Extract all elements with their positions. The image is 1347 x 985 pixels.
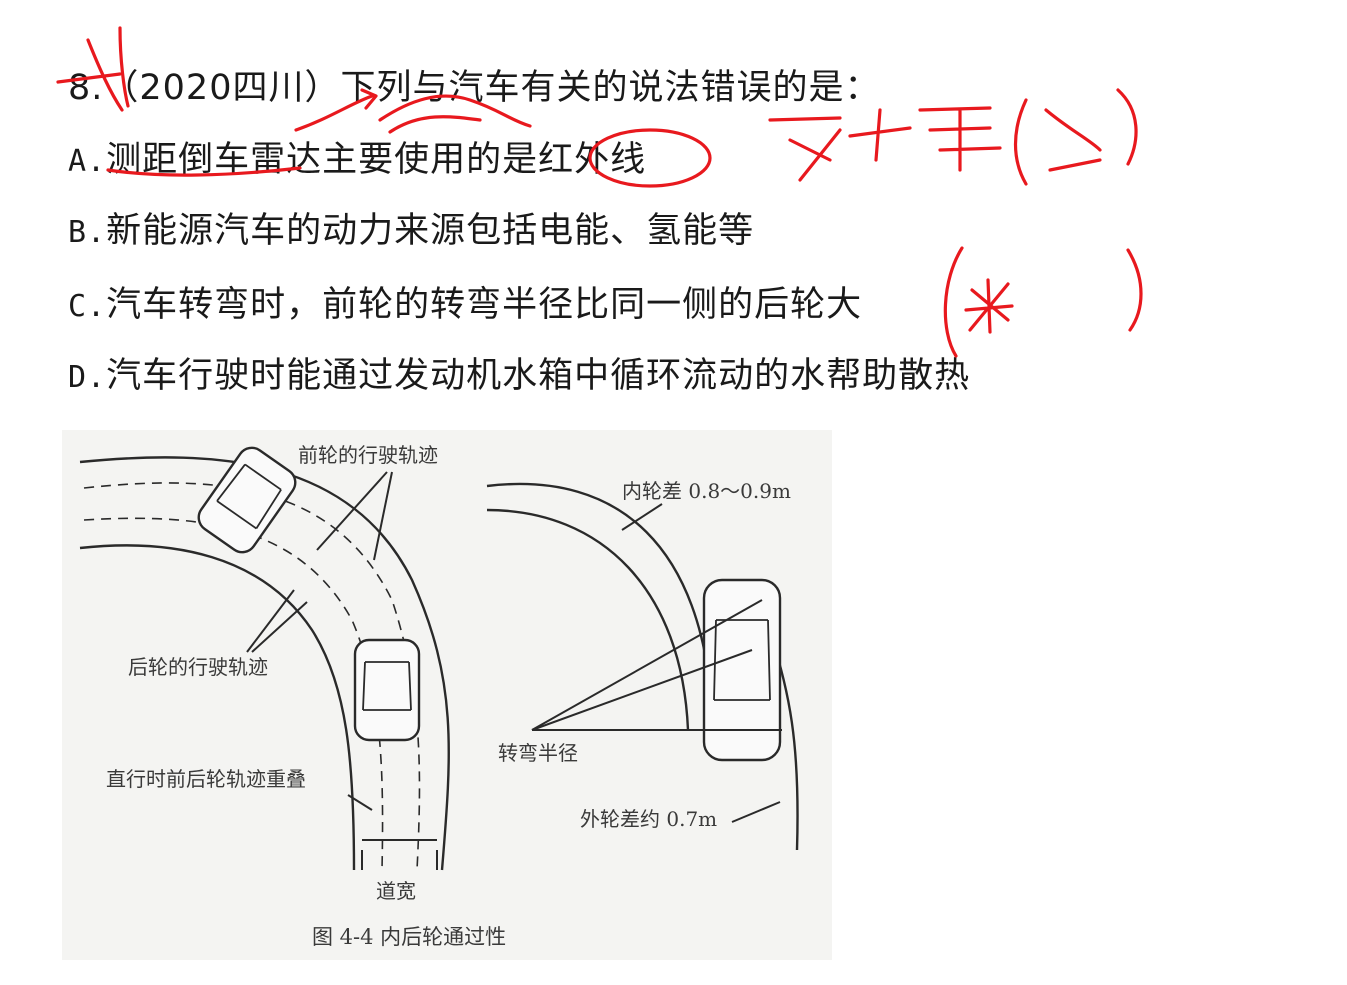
option-c-letter: C.: [68, 289, 107, 324]
option-b-letter: B.: [68, 215, 107, 250]
ink-note-3: [1044, 108, 1102, 172]
right-car: [702, 578, 782, 762]
label-turn-radius: 转弯半径: [498, 741, 578, 765]
option-b-text: 新能源汽车的动力来源包括电能、氢能等: [106, 211, 755, 251]
label-road-width: 道宽: [376, 879, 416, 903]
right-path-inner: [486, 508, 690, 731]
label-inner-diff: 内轮差 0.8～0.9m: [622, 479, 791, 503]
ink-paren-close: [1116, 88, 1138, 166]
label-rear-track: 后轮的行驶轨迹: [128, 655, 268, 679]
figure-caption: 图 4-4 内后轮通过性: [312, 925, 506, 949]
left-road-inner: [79, 544, 356, 871]
pointer-front-2: [373, 471, 393, 561]
label-outer-diff: 外轮差约 0.7m: [580, 807, 717, 831]
pointer-outer-diff: [731, 801, 781, 823]
pointer-front-1: [316, 471, 388, 551]
option-a-text: 测距倒车雷达主要使用的是红外线: [106, 140, 647, 180]
pointer-rear-1: [246, 589, 295, 653]
option-a-letter: A.: [68, 144, 107, 179]
option-a: A.测距倒车雷达主要使用的是红外线: [68, 138, 646, 184]
left-road-dash-outer: [83, 482, 421, 871]
road-width-arrow: [361, 839, 438, 870]
left-road-dash-inner: [83, 517, 384, 871]
figure-inner-rear-wheel: 前轮的行驶轨迹 后轮的行驶轨迹 直行时前后轮轨迹重叠 道宽 内轮差 0.8～0.…: [62, 430, 832, 960]
pointer-radius-2: [531, 649, 753, 731]
label-straight-overlap: 直行时前后轮轨迹重叠: [106, 767, 306, 791]
option-d: D.汽车行驶时能通过发动机水箱中循环流动的水帮助散热: [68, 354, 970, 400]
ink-note-1: [768, 108, 912, 182]
ink-note-2: [918, 106, 1002, 172]
option-d-letter: D.: [68, 360, 107, 395]
question-stem: 8.（2020四川）下列与汽车有关的说法错误的是：: [68, 68, 881, 108]
option-c: C.汽车转弯时，前轮的转弯半径比同一侧的后轮大: [68, 283, 862, 329]
ink-scribble-2: [388, 115, 482, 134]
ink-star: [964, 278, 1014, 334]
left-road-outer: [79, 456, 450, 871]
pointer-inner-diff: [621, 503, 663, 531]
pointer-overlap: [347, 794, 373, 811]
option-d-text: 汽车行驶时能通过发动机水箱中循环流动的水帮助散热: [106, 356, 971, 396]
left-upper-car: [197, 446, 297, 554]
option-b: B.新能源汽车的动力来源包括电能、氢能等: [68, 209, 754, 255]
label-front-track: 前轮的行驶轨迹: [298, 443, 438, 467]
option-c-text: 汽车转弯时，前轮的转弯半径比同一侧的后轮大: [106, 285, 863, 325]
ink-paren-open: [1013, 98, 1028, 186]
ink-paren-c-open: [943, 246, 964, 358]
left-lower-car: [353, 638, 421, 742]
figure-diagram: 前轮的行驶轨迹 后轮的行驶轨迹 直行时前后轮轨迹重叠 道宽 内轮差 0.8～0.…: [79, 443, 799, 949]
pointer-radius-1: [531, 599, 763, 731]
pointer-rear-2: [251, 601, 308, 653]
ink-paren-c-close: [1126, 248, 1143, 332]
